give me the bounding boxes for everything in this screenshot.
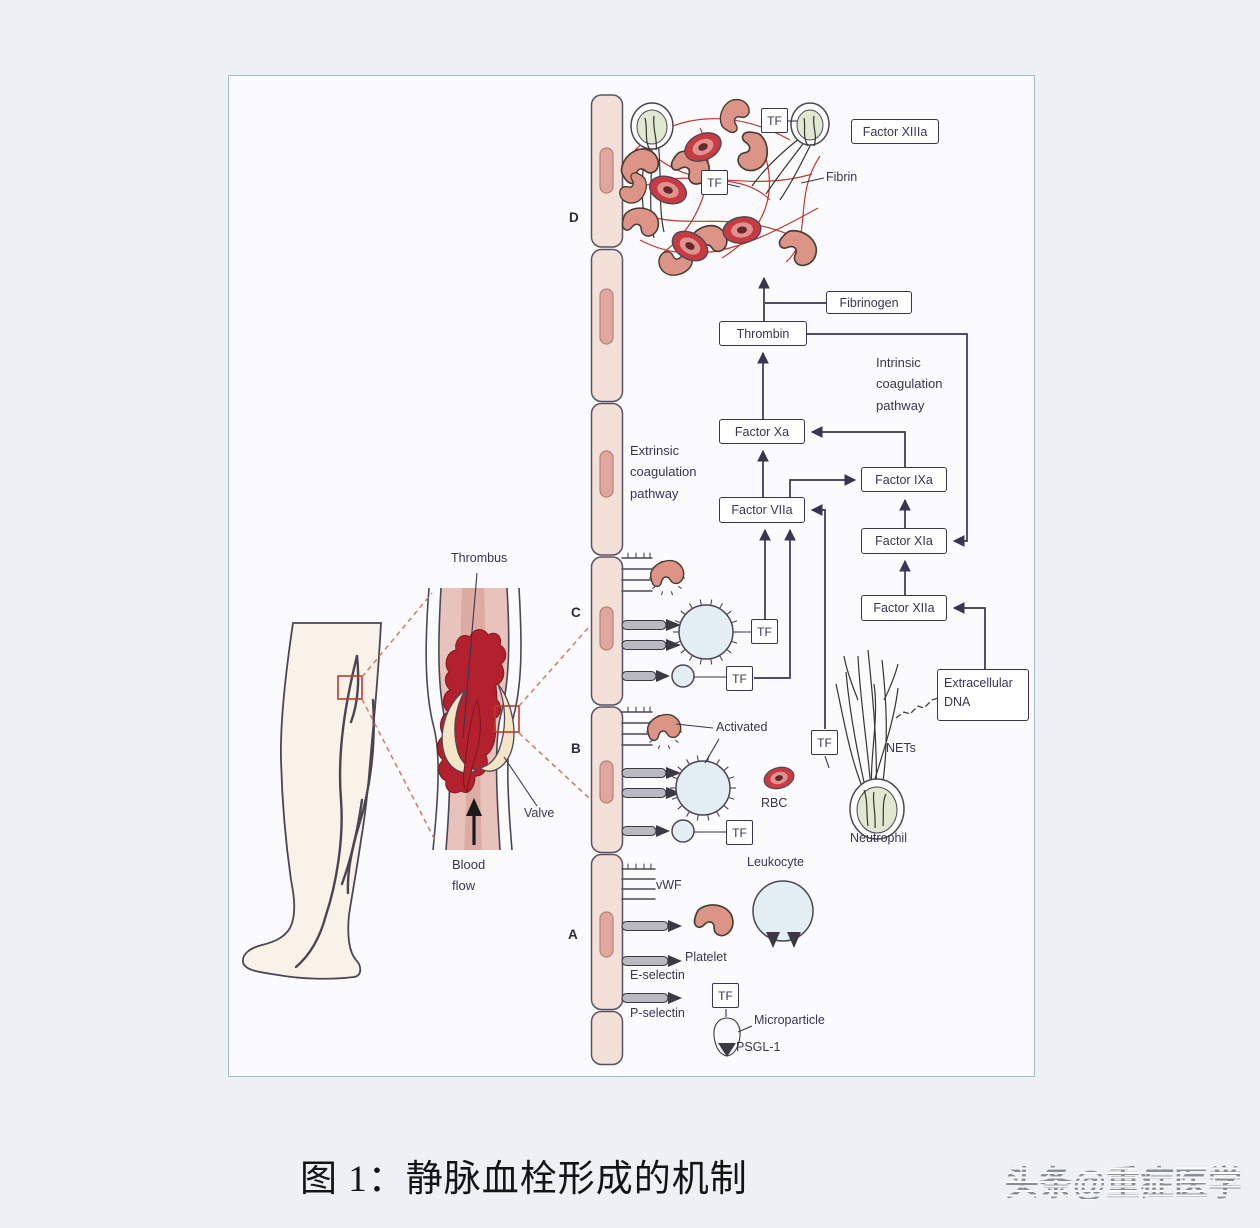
neutrophil-d-right-inner	[796, 109, 824, 141]
microparticle-b	[671, 819, 695, 843]
vein-wall-left-outer	[425, 587, 439, 851]
tf-box-a: TF	[712, 983, 739, 1008]
tf-box-c2: TF	[726, 666, 753, 691]
rbc-label: RBC	[761, 796, 788, 810]
platelet-a	[691, 899, 738, 939]
section-c-cells	[621, 552, 751, 688]
tf-box-c1: TF	[751, 619, 778, 644]
microparticle-c	[671, 664, 695, 688]
zoom-dash-lines	[361, 592, 590, 843]
rbc-cluster-2	[645, 170, 691, 210]
fibrinogen-box: Fibrinogen	[826, 291, 912, 314]
leukocyte-c-spikes	[673, 599, 739, 665]
vessel-wall	[590, 94, 624, 1066]
activated-label: Activated	[716, 720, 768, 734]
psgl-foot-right	[787, 932, 801, 948]
tf-box-b: TF	[726, 820, 753, 845]
vwf-comb-b	[621, 706, 653, 746]
section-label-c: C	[571, 605, 581, 620]
coagulation-cascade-lines	[754, 276, 986, 729]
nets-label: NETs	[886, 741, 916, 755]
psgl-foot-left	[766, 932, 780, 948]
section-label-b: B	[571, 741, 581, 756]
factor-xa-box: Factor Xa	[719, 419, 805, 444]
neutrophil-label: Neutrophil	[850, 831, 907, 845]
section-label-d: D	[569, 210, 579, 225]
tf-box-d1: TF	[761, 108, 788, 133]
factor-viia-box: Factor VIIa	[719, 497, 805, 523]
psgl1-label: PSGL-1	[736, 1040, 781, 1054]
tf-box-nets: TF	[811, 730, 838, 755]
thrombus-cluster	[614, 93, 830, 279]
diagram-panel	[228, 75, 1035, 1077]
p-selectin-label: P-selectin	[630, 1006, 685, 1020]
vein-closeup	[425, 572, 538, 851]
neutrophil-b-inner	[856, 786, 898, 834]
vwf-comb-c	[621, 552, 653, 592]
microparticle-label: Microparticle	[754, 1013, 825, 1027]
factor-xiia-box: Factor XIIa	[861, 595, 947, 621]
e-selectin-label: E-selectin	[630, 968, 685, 982]
leg-vein-parallel	[340, 798, 364, 886]
watermark: 头条@重症医学	[1005, 1156, 1242, 1205]
extrinsic-pathway-label: Extrinsic coagulation pathway	[630, 443, 697, 501]
leukocyte-label: Leukocyte	[747, 855, 804, 869]
leg-illustration	[242, 622, 382, 980]
section-a-cells	[621, 863, 814, 1057]
valve-pointer-line	[503, 756, 538, 807]
platelet-b	[643, 710, 684, 745]
vwf-comb-a	[621, 863, 656, 900]
leukocyte-b-spikes	[670, 755, 736, 821]
vein-zoom-box	[494, 705, 520, 733]
thrombus-label: Thrombus	[451, 551, 508, 565]
section-label-a: A	[568, 927, 578, 942]
thrombus-tail	[463, 698, 481, 794]
tf-box-d2: TF	[701, 170, 728, 195]
extracellular-dna-box: Extracellular DNA	[937, 669, 1029, 721]
valve-leaflet-left	[441, 689, 478, 774]
blood-flow-label: Blood flow	[452, 857, 486, 894]
neutrophil-nets	[824, 649, 939, 840]
vein-wall-right-inner	[495, 587, 510, 851]
fibrin-label: Fibrin	[826, 170, 858, 184]
leg-vein-branch	[349, 654, 360, 724]
neutrophil-d-left-inner	[636, 109, 668, 145]
thrombin-box: Thrombin	[719, 321, 807, 346]
leukocyte-a	[752, 880, 814, 942]
factor-xia-box: Factor XIa	[861, 528, 947, 554]
intrinsic-pathway-label: Intrinsic coagulation pathway	[876, 355, 943, 413]
leg-vein-main	[294, 654, 359, 969]
leg-vein-right	[346, 698, 375, 895]
leukocyte-c	[678, 604, 734, 660]
rbc-b	[761, 763, 797, 793]
factor-xiiia-box: Factor XIIIa	[851, 119, 939, 144]
vwf-label: vWF	[656, 878, 682, 892]
platelet-label: Platelet	[685, 950, 727, 964]
leg-zoom-box	[337, 675, 363, 700]
microparticle-psgl1-tip	[718, 1043, 736, 1057]
thrombus-pointer-line	[462, 572, 478, 739]
blood-flow-arrow-head	[466, 798, 482, 816]
valve-label: Valve	[524, 806, 555, 820]
platelet-c	[646, 556, 687, 591]
section-b-cells	[621, 706, 797, 843]
figure-caption: 图 1：静脉血栓形成的机制	[300, 1159, 748, 1200]
leukocyte-b	[675, 760, 731, 816]
factor-ixa-box: Factor IXa	[861, 467, 947, 492]
